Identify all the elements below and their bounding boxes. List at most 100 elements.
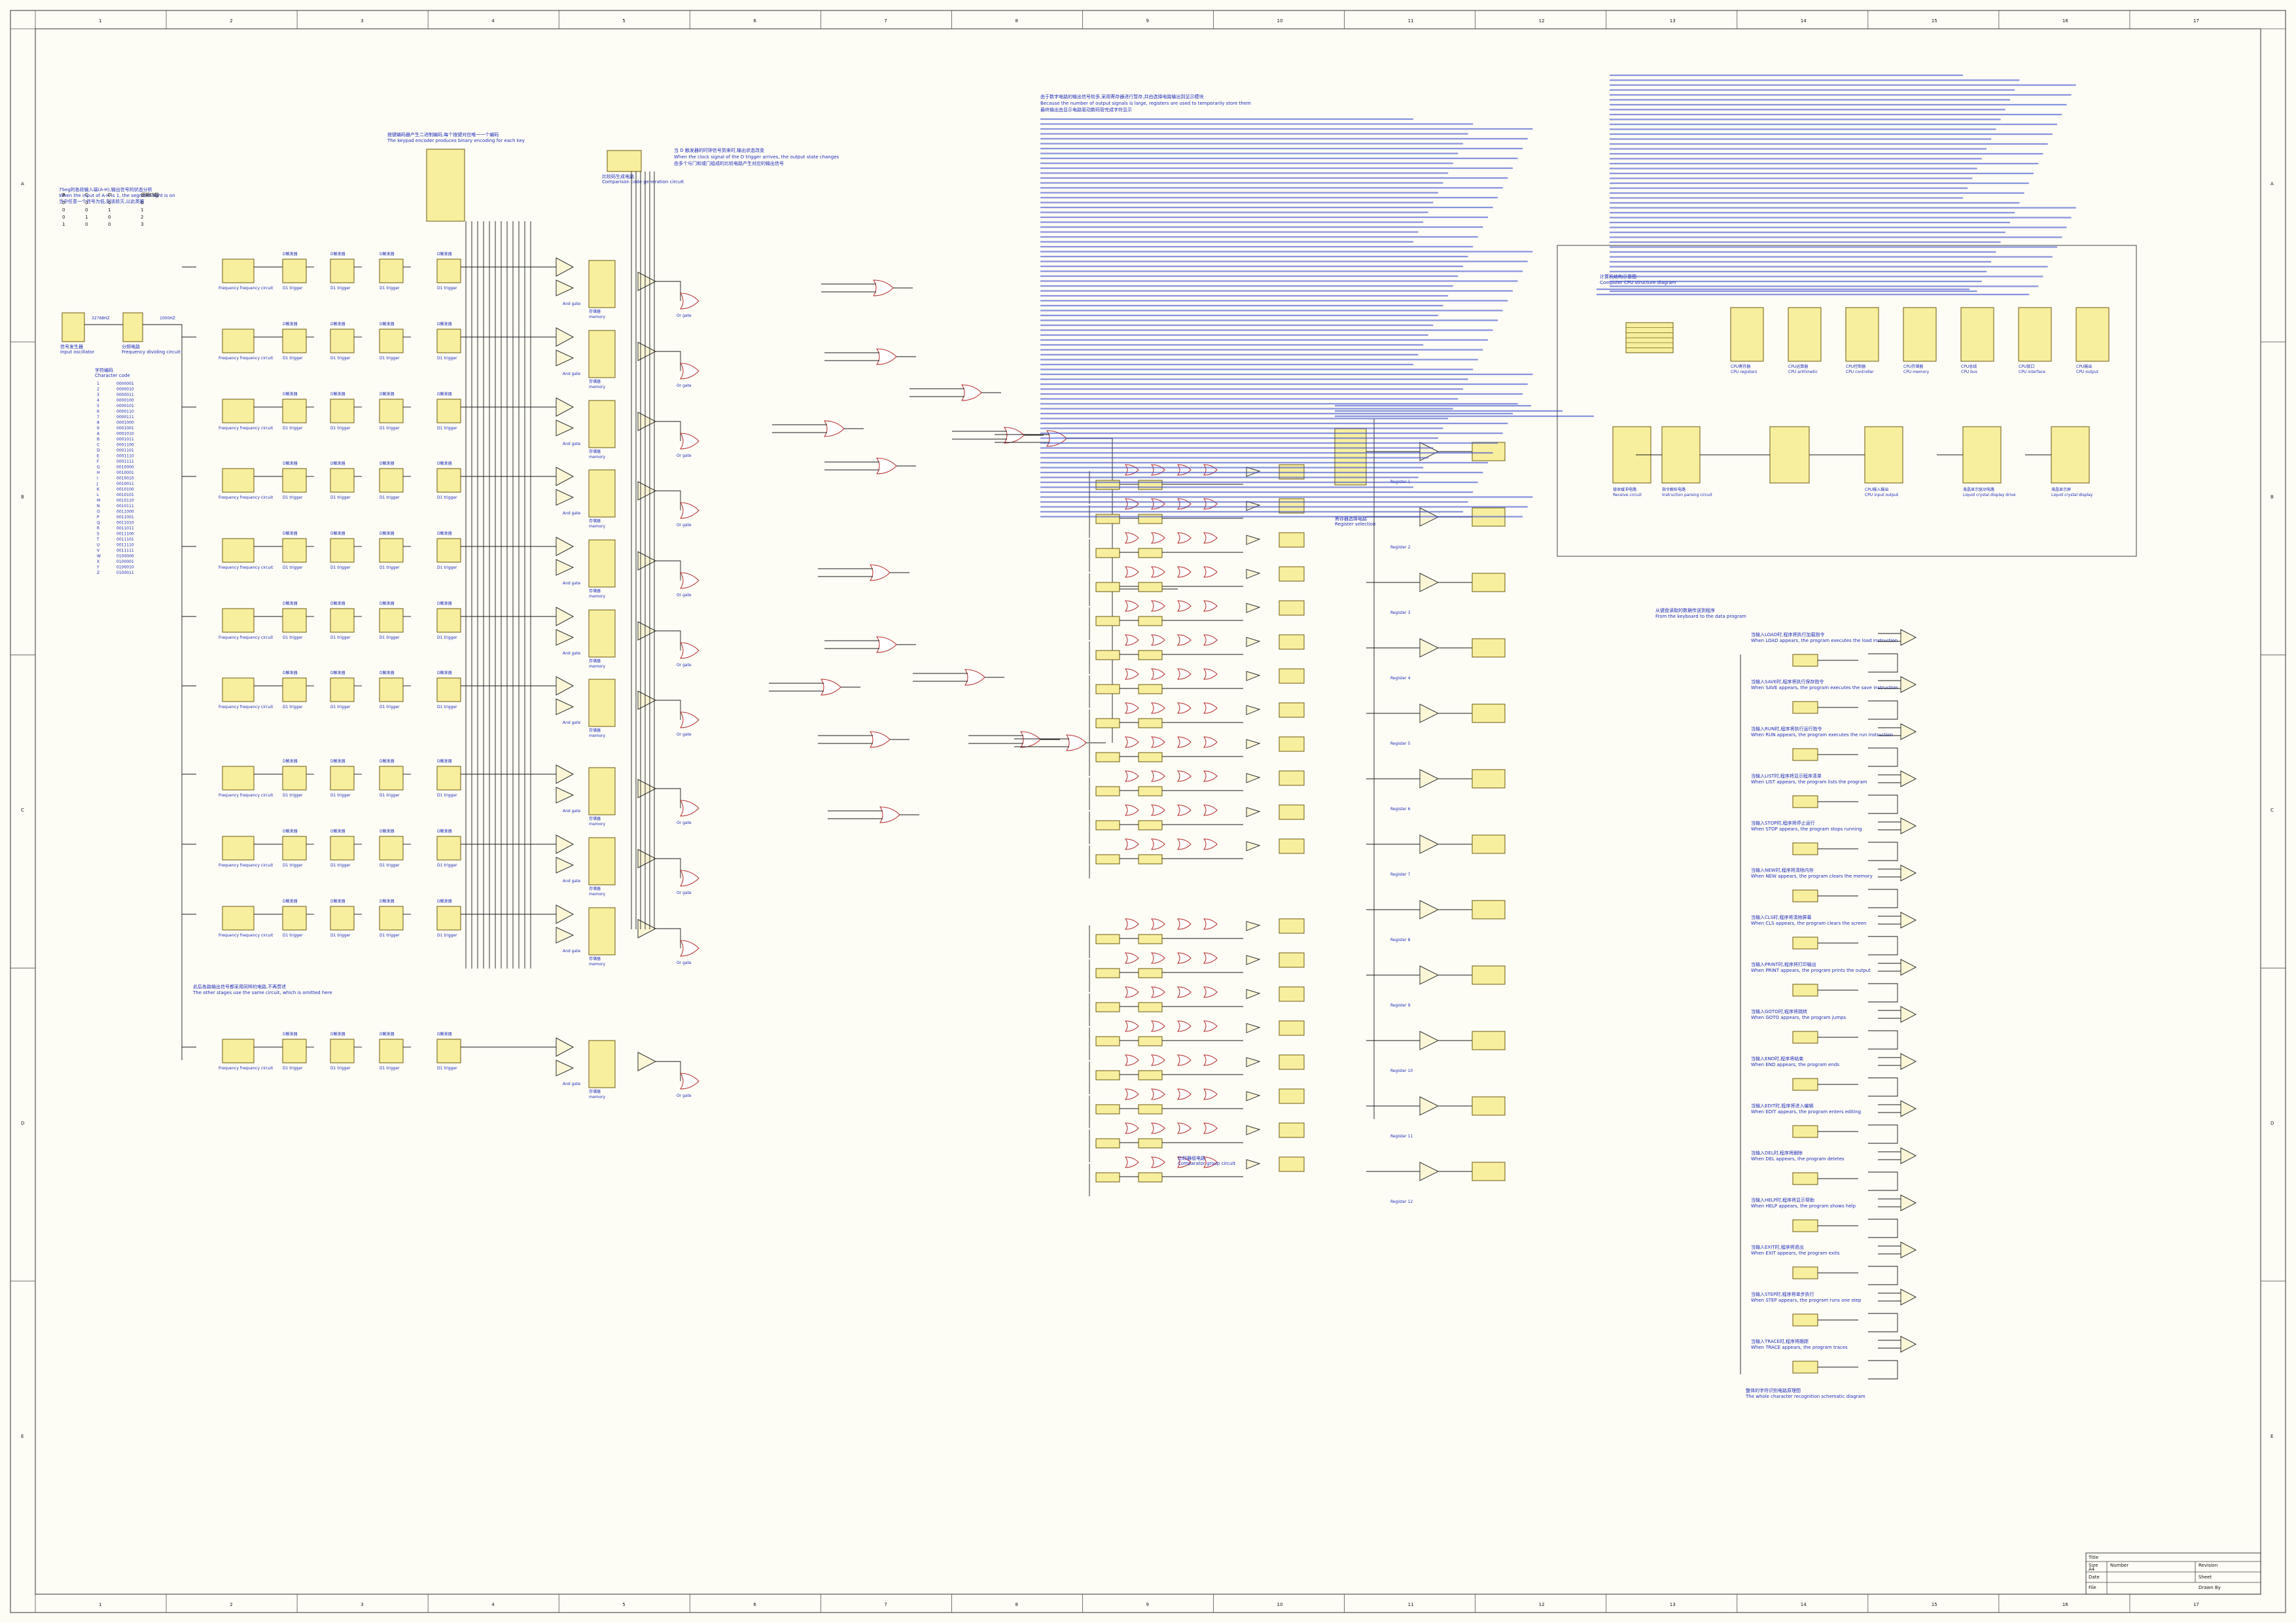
- command-label-cn: 当输入HELP时,程序将显示帮助: [1751, 1197, 1814, 1203]
- column-marker-13: 13: [1670, 18, 1676, 24]
- code-item-binary: 0000001: [116, 382, 134, 386]
- trigger-label-cn: D触发器: [330, 758, 345, 764]
- trigger-label-cn: D触发器: [330, 601, 345, 606]
- command-label-en: When PRINT appears, the program prints t…: [1751, 968, 1871, 973]
- code-item-binary: 0100011: [116, 571, 134, 575]
- right-lower-title-cn: 从键盘读取的数据传送到程序: [1655, 607, 1715, 613]
- and-gate-label: And gate: [563, 1082, 580, 1086]
- code-list-heading-cn: 字符编码: [95, 367, 113, 373]
- sheet-label: Sheet: [2199, 1575, 2212, 1580]
- trigger-label-cn: D触发器: [437, 758, 452, 764]
- trigger-label-cn: D触发器: [283, 670, 298, 675]
- command-label-en: When EXIT appears, the program exits: [1751, 1251, 1840, 1256]
- or-gate-label: Or gate: [677, 454, 692, 458]
- trigger-label: D1 trigger: [330, 635, 351, 640]
- left-note-1: 7Seg的各段输入端(A-H),输出信号的状态分析: [59, 187, 152, 192]
- trigger-label: D1 trigger: [437, 356, 457, 361]
- trigger-label-cn: D触发器: [283, 601, 298, 606]
- keypad-encoder-block: [426, 149, 465, 222]
- command-label-en: When CLS appears, the program clears the…: [1751, 921, 1866, 926]
- trigger-label: D1 trigger: [380, 356, 400, 361]
- comparator-row: [1089, 986, 1305, 1026]
- code-item: 8: [97, 421, 99, 425]
- comparator-row: [1089, 1088, 1305, 1128]
- command-label-en: When EDIT appears, the program enters ed…: [1751, 1109, 1861, 1115]
- code-item: A: [97, 432, 100, 437]
- code-item: P: [97, 515, 99, 520]
- or-gate-label: Or gate: [677, 961, 692, 965]
- and-gate-label: And gate: [563, 372, 580, 376]
- truth-cell: 0: [85, 200, 88, 205]
- flow-block-label-en: Liquid crystal display: [2051, 493, 2093, 497]
- code-item-binary: 0001010: [116, 432, 134, 437]
- row-marker-B: B: [21, 495, 24, 500]
- command-label-en: When LIST appears, the program lists the…: [1751, 779, 1867, 785]
- memory-label-en: memory: [589, 315, 606, 319]
- register-label: Register 12: [1390, 1200, 1413, 1204]
- code-item-binary: 0010011: [116, 482, 134, 486]
- column-marker-17: 17: [2193, 1602, 2199, 1607]
- divider-label-en: Frequency dividing circuit: [122, 349, 181, 355]
- truth-header-func: 逻辑功能: [141, 192, 159, 198]
- trigger-label-cn: D触发器: [437, 321, 452, 327]
- trigger-label-cn: D触发器: [380, 899, 395, 904]
- trigger-label: D1 trigger: [437, 426, 457, 431]
- comparator-row: [1089, 566, 1305, 606]
- memory-label-cn: 存储器: [589, 379, 601, 384]
- or-gate-label: Or gate: [677, 523, 692, 527]
- trigger-label-cn: D触发器: [330, 670, 345, 675]
- column-marker-4: 4: [491, 18, 495, 24]
- memory-label-cn: 存储器: [589, 816, 601, 821]
- trigger-label: D1 trigger: [283, 793, 303, 798]
- code-item-binary: 0001000: [116, 421, 134, 425]
- and-gate-label: And gate: [563, 511, 580, 516]
- or-gate-label: Or gate: [677, 593, 692, 597]
- trigger-label-cn: D触发器: [330, 251, 345, 257]
- trigger-label: D1 trigger: [437, 793, 457, 798]
- register-label: Register 7: [1390, 872, 1411, 877]
- command-label-en: When HELP appears, the program shows hel…: [1751, 1204, 1856, 1209]
- or-gate-label: Or gate: [677, 663, 692, 668]
- trigger-label: D1 trigger: [283, 705, 303, 709]
- truth-cell: 0: [62, 215, 65, 220]
- flow-block-label-en: Receive circuit: [1613, 493, 1642, 497]
- code-item: D: [97, 448, 100, 453]
- code-item-binary: 0011011: [116, 526, 134, 531]
- truth-cell: 0: [108, 215, 111, 220]
- file-label: File: [2089, 1585, 2096, 1590]
- column-marker-16: 16: [2062, 18, 2068, 24]
- trigger-label: D1 trigger: [330, 286, 351, 291]
- trigger-label-cn: D触发器: [283, 899, 298, 904]
- truth-cell: 0: [85, 222, 88, 227]
- cpu-block-label-en: CPU controller: [1846, 370, 1874, 374]
- column-marker-15: 15: [1932, 18, 1937, 24]
- register-select-block: [1334, 428, 1367, 486]
- column-marker-10: 10: [1277, 18, 1283, 24]
- memory-label-cn: 存储器: [589, 518, 601, 524]
- trigger-label: D1 trigger: [330, 1066, 351, 1071]
- trigger-label: D1 trigger: [283, 635, 303, 640]
- trigger-label-cn: D触发器: [437, 899, 452, 904]
- and-gate-label: And gate: [563, 581, 580, 586]
- memory-label-cn: 存储器: [589, 886, 601, 891]
- command-label-en: When LOAD appears, the program executes …: [1751, 638, 1898, 643]
- column-marker-5: 5: [622, 18, 625, 24]
- trigger-label: D1 trigger: [330, 705, 351, 709]
- column-marker-14: 14: [1801, 18, 1807, 24]
- register-label: Register 4: [1390, 676, 1411, 681]
- cpu-block-label-en: CPU memory: [1903, 370, 1930, 374]
- trigger-label-cn: D触发器: [283, 758, 298, 764]
- trigger-label: D1 trigger: [330, 793, 351, 798]
- trigger-label: D1 trigger: [283, 426, 303, 431]
- row-marker-D: D: [21, 1120, 24, 1126]
- comparator-caption-cn: 比较器组电路: [1178, 1155, 1205, 1161]
- register-select-label-en: Register selection: [1335, 522, 1376, 527]
